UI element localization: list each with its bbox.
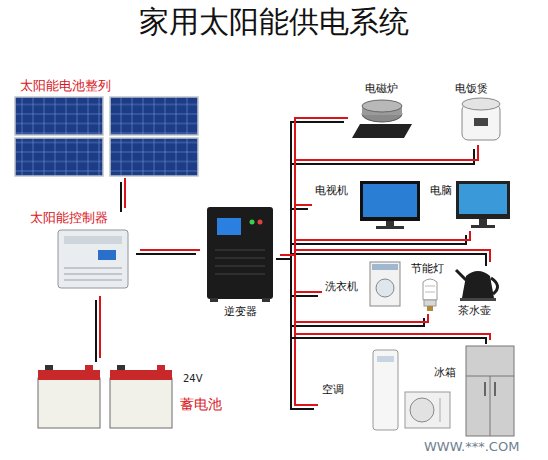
node-label: 逆变器	[200, 305, 280, 318]
power-wire	[276, 250, 490, 266]
appliance: 电脑	[428, 176, 513, 231]
negative-wire	[276, 254, 486, 266]
battery-bank: 蓄电池	[30, 358, 235, 438]
positive-wire	[99, 296, 101, 358]
node-label: 电视机	[315, 184, 348, 197]
node-label: 空调	[322, 383, 344, 396]
node-label: 太阳能控制器	[30, 210, 108, 226]
appliance: 冰箱	[430, 340, 520, 445]
power-wire	[276, 118, 348, 259]
node-label: 洗衣机	[325, 280, 358, 293]
appliance: 电饭煲	[448, 80, 508, 145]
appliance: 电视机	[312, 176, 427, 231]
batteries	[38, 365, 172, 428]
power-wire	[276, 255, 322, 296]
node-label: 冰箱	[434, 366, 456, 379]
node-label: 茶水壶	[458, 304, 491, 317]
appliance: 空调	[318, 345, 453, 435]
power-wire	[276, 145, 478, 259]
voltage-label: 24V	[183, 373, 203, 385]
television	[360, 181, 420, 229]
solar-controller: 太阳能控制器	[28, 208, 140, 296]
negative-wire	[276, 259, 318, 296]
negative-wire	[95, 300, 97, 362]
positive-wire	[280, 255, 318, 405]
negative-wire	[136, 253, 196, 255]
negative-wire	[276, 259, 424, 326]
positive-wire	[280, 255, 490, 340]
air-conditioner	[373, 350, 450, 430]
positive-wire	[280, 231, 470, 255]
refrigerator	[466, 346, 514, 436]
positive-wire	[140, 249, 200, 251]
negative-wire	[276, 259, 486, 344]
power-wire	[136, 250, 200, 254]
node-label: 节能灯	[411, 262, 444, 275]
positive-wire	[280, 250, 490, 262]
appliance: 茶水壶	[450, 262, 505, 320]
energy-saving-lamp	[423, 279, 437, 311]
power-wire	[96, 296, 100, 362]
node-label: 电饭煲	[455, 82, 488, 95]
node-label: 电磁炉	[365, 82, 398, 95]
positive-wire	[124, 178, 126, 208]
negative-wire	[276, 235, 466, 259]
controller-device	[58, 230, 128, 288]
watermark: WWW.***.COM	[424, 439, 519, 455]
diagram-title: 家用太阳能供电系统	[0, 4, 548, 40]
induction-cooker	[352, 100, 412, 138]
rice-cooker	[462, 98, 500, 140]
inverter-device	[207, 207, 273, 302]
node-label: 太阳能电池整列	[20, 78, 111, 94]
node-label: 电脑	[430, 184, 452, 197]
kettle	[456, 270, 498, 301]
computer-monitor	[456, 181, 510, 228]
negative-wire	[120, 182, 122, 212]
positive-wire	[280, 145, 478, 255]
power-wire	[121, 178, 125, 212]
positive-wire	[280, 255, 428, 322]
node-label: 蓄电池	[180, 396, 222, 413]
inverter: 逆变器	[200, 203, 280, 323]
positive-wire	[280, 255, 322, 292]
power-wire	[276, 255, 490, 344]
power-wire	[276, 255, 428, 326]
appliance: 节能灯	[408, 262, 448, 314]
solar-array: 太阳能电池整列	[10, 78, 205, 178]
washing-machine	[370, 262, 400, 306]
power-wire	[276, 255, 318, 409]
appliance: 电磁炉	[348, 80, 418, 145]
negative-wire	[276, 149, 474, 259]
solar-panels	[15, 97, 198, 176]
appliance: 洗衣机	[322, 258, 404, 308]
